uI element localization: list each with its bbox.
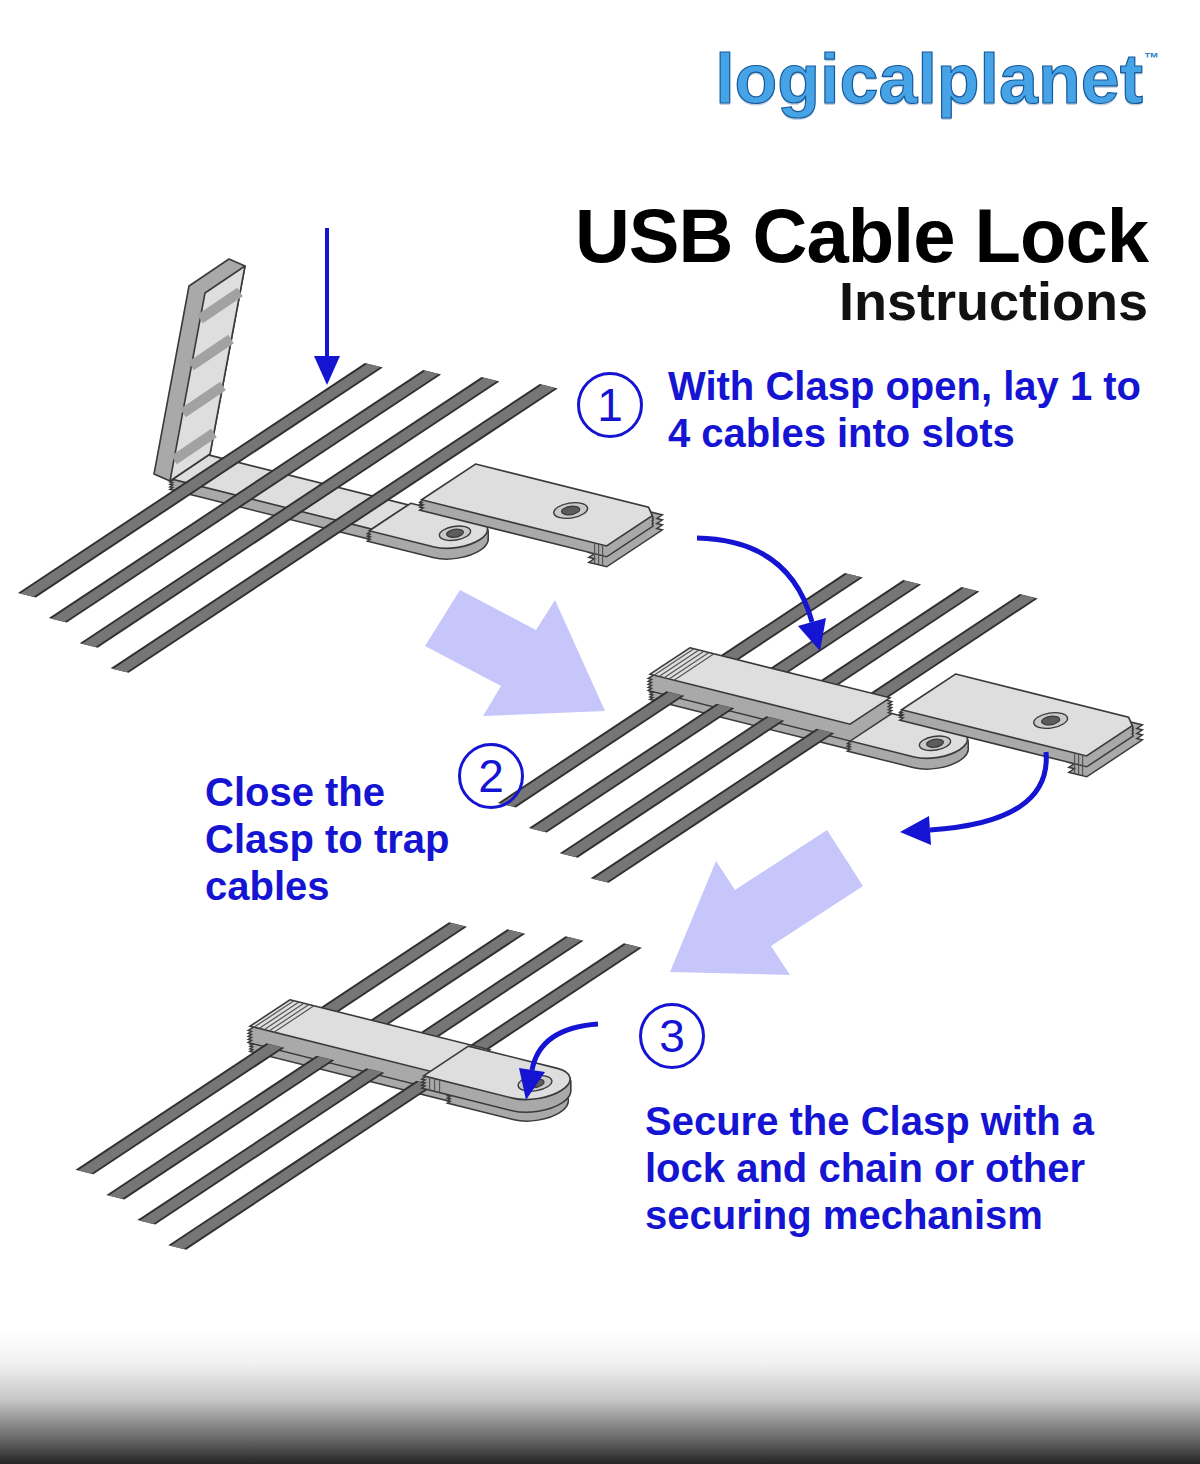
- motion-arrow: [930, 752, 1046, 830]
- clasp-tab: [400, 464, 683, 566]
- brand-logo: logicalplanet: [715, 44, 1143, 114]
- trademark-sign: ™: [1144, 50, 1159, 65]
- clasp-tab: [880, 674, 1163, 776]
- clasp-lid-open: [154, 259, 245, 481]
- step-instruction: Close the Clasp to trap cables: [205, 769, 452, 910]
- step-instruction: With Clasp open, lay 1 to 4 cables into …: [668, 363, 1144, 457]
- brand-logo-box: logicalplanet: [715, 44, 1143, 114]
- trademark-sign-box: ™: [1144, 50, 1159, 65]
- callout-number: 3: [659, 1013, 685, 1059]
- subtitle-text-box: Instructions: [839, 274, 1148, 328]
- step-instruction-box: Secure the Clasp with a lock and chain o…: [645, 1098, 1097, 1239]
- step-arrows: [425, 590, 863, 975]
- motion-arrow: [532, 1024, 598, 1070]
- arrow-head: [519, 1068, 545, 1100]
- bottom-shade: [0, 1330, 1200, 1464]
- clasp-open-figure: [0, 259, 682, 671]
- step-instruction-box: With Clasp open, lay 1 to 4 cables into …: [668, 363, 1144, 457]
- step-instruction-box: Close the Clasp to trap cables: [205, 769, 452, 910]
- cables-front: [27, 1046, 425, 1248]
- callout-number: 1: [597, 382, 623, 428]
- title-text-box: USB Cable Lock: [575, 198, 1148, 274]
- clasp-tab-folded: [410, 1046, 597, 1117]
- title-text: USB Cable Lock: [575, 198, 1148, 274]
- motion-arrows: [314, 228, 1046, 1100]
- step-number-circle: 3: [639, 1003, 705, 1069]
- subtitle-text: Instructions: [839, 274, 1148, 328]
- arrow-head: [314, 356, 340, 385]
- arrow-head: [900, 816, 931, 845]
- step-number-circle: 1: [577, 372, 643, 438]
- step-arrow: [670, 830, 863, 975]
- callout-number: 2: [478, 753, 504, 799]
- step-number-circle: 2: [458, 743, 524, 809]
- step-arrow: [425, 590, 605, 716]
- cables-front: [450, 694, 826, 881]
- cables: [0, 349, 549, 671]
- motion-arrow: [325, 228, 329, 360]
- motion-arrow: [697, 538, 812, 622]
- step-instruction: Secure the Clasp with a lock and chain o…: [645, 1098, 1097, 1239]
- arrow-head: [798, 618, 826, 651]
